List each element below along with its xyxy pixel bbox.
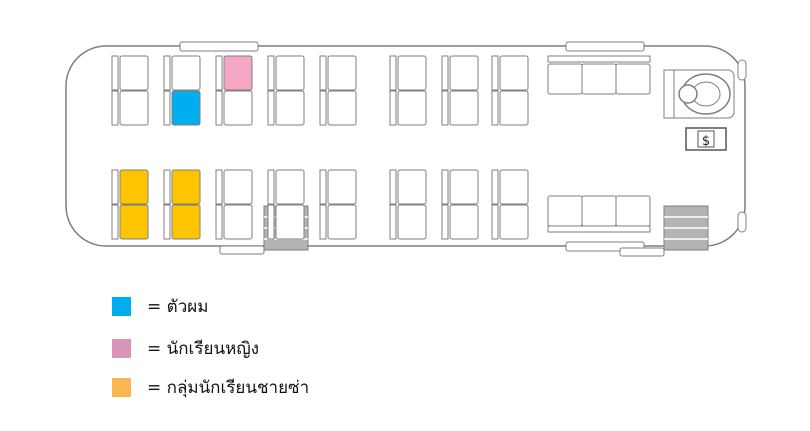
seat: [111, 55, 149, 91]
legend-item-self: = ตัวผม: [112, 293, 208, 320]
seat: [111, 169, 149, 205]
seat: [441, 204, 479, 240]
legend-swatch: [112, 339, 131, 358]
legend-item-boys-group: = กลุ่มนักเรียนชายซ่า: [112, 374, 309, 401]
legend-label: = ตัวผม: [147, 297, 209, 317]
bench-back: [547, 55, 651, 63]
bench-seat: [615, 63, 651, 95]
seat: [163, 204, 201, 240]
seat: [319, 204, 357, 240]
top-window-handle-2: [565, 41, 645, 52]
seat: [491, 169, 529, 205]
seat: [441, 90, 479, 126]
seat: [163, 169, 201, 205]
front-door-stairs: [663, 205, 709, 251]
seat: [491, 204, 529, 240]
bench-seat: [547, 63, 583, 95]
front-light-bottom: [737, 211, 747, 233]
cash-box-icon: $: [685, 127, 727, 151]
bench-back: [547, 225, 651, 233]
bus-seating-diagram: $: [65, 41, 747, 257]
legend-label: = นักเรียนหญิง: [147, 339, 260, 359]
seat: [441, 55, 479, 91]
seat: [267, 204, 305, 240]
seat: [215, 55, 253, 91]
bench-seat: [547, 195, 583, 227]
legend-label: = กลุ่มนักเรียนชายซ่า: [147, 378, 310, 398]
bench-seat: [581, 63, 617, 95]
seat-map: [111, 55, 529, 240]
seat: [215, 90, 253, 126]
bench-seat: [615, 195, 651, 227]
legend-swatch: [112, 297, 131, 316]
legend-item-girls: = นักเรียนหญิง: [112, 335, 259, 362]
bottom-handle-1: [219, 245, 265, 255]
bench-seat: [581, 195, 617, 227]
seat: [215, 169, 253, 205]
seat: [389, 90, 427, 126]
seat: [441, 169, 479, 205]
seat: [111, 204, 149, 240]
seat: [267, 55, 305, 91]
steering-wheel-icon: [663, 69, 735, 119]
front-light-top: [737, 59, 747, 81]
seat: [319, 55, 357, 91]
seat: [163, 55, 201, 91]
seat: [491, 55, 529, 91]
seat: [389, 55, 427, 91]
seat: [111, 90, 149, 126]
bench-seats: [547, 55, 651, 233]
seat: [389, 169, 427, 205]
top-window-handle-1: [179, 41, 259, 52]
seat: [319, 90, 357, 126]
seat: [491, 90, 529, 126]
legend-swatch: [112, 378, 131, 397]
bottom-handle-3: [619, 247, 665, 257]
seat: [267, 169, 305, 205]
seat: [319, 169, 357, 205]
seat: [215, 204, 253, 240]
seat: [163, 90, 201, 126]
fare-symbol: $: [702, 134, 710, 149]
seat: [389, 204, 427, 240]
seat: [267, 90, 305, 126]
